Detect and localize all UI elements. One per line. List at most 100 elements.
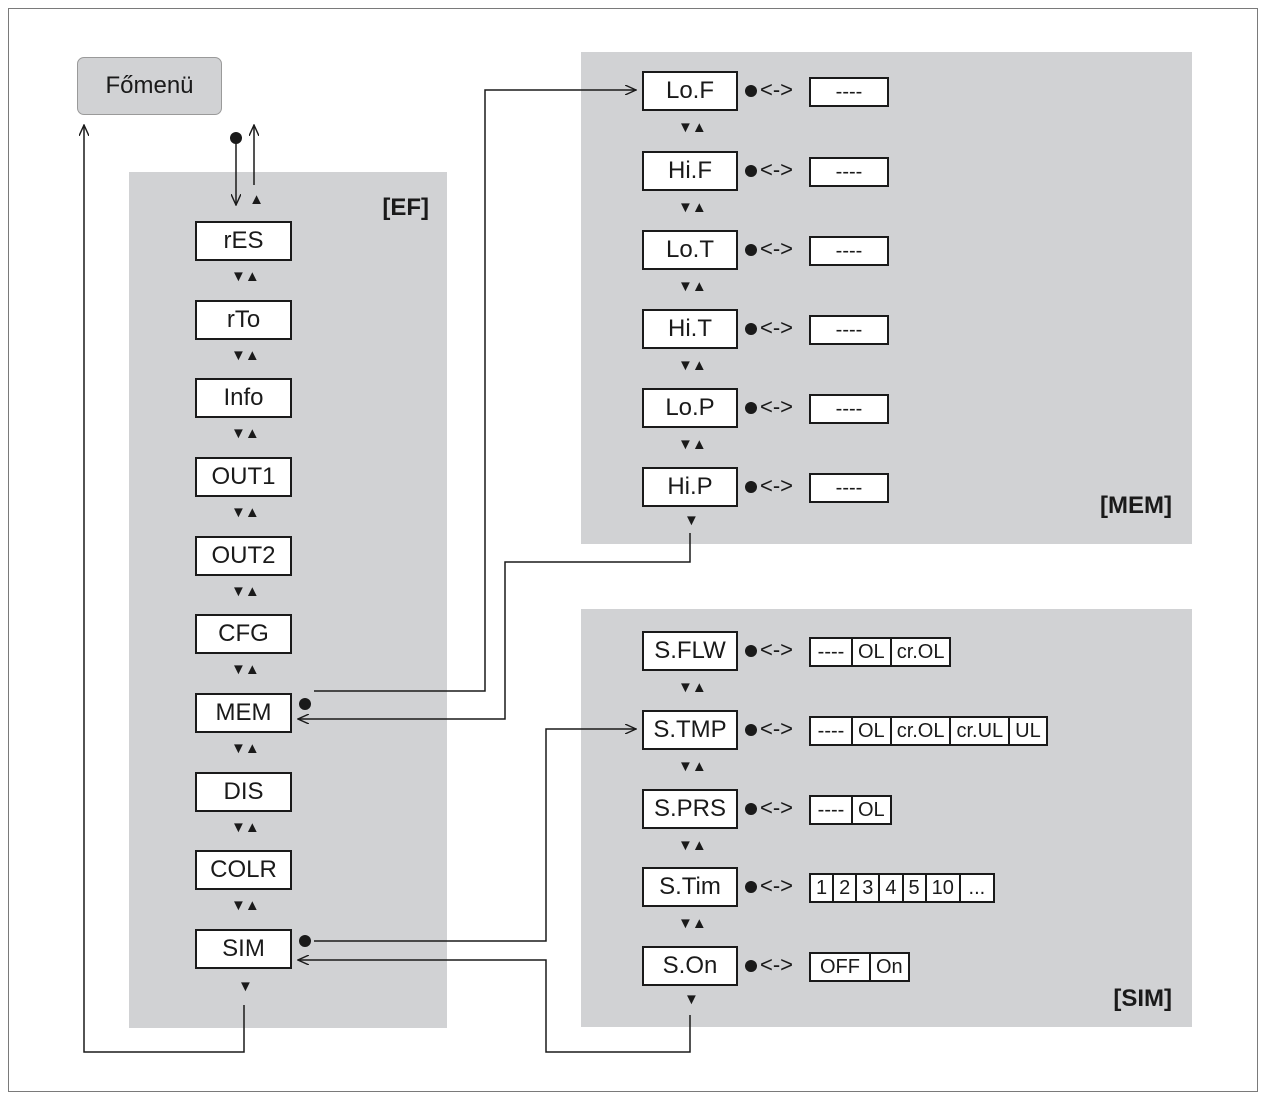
ef-item-res[interactable]: rES [195,221,292,261]
value-option[interactable]: 3 [855,875,878,901]
sim-to-stmp-line [314,729,636,942]
value-option[interactable]: OFF [820,955,860,978]
mem-values: ---- [809,77,889,107]
sim-item-s-on[interactable]: S.On [642,946,738,986]
select-dot-icon [745,323,757,335]
value-option[interactable]: 2 [832,875,855,901]
mem-item-lo-t[interactable]: Lo.T [642,230,738,270]
value-option[interactable]: 5 [901,875,925,901]
entry-dot [230,132,242,144]
value-option[interactable]: ---- [835,80,863,103]
sim-dot-icon [299,935,311,947]
double-arrow-icon: <-> [760,952,794,977]
mem-panel-label: [MEM] [1100,492,1172,519]
value-option[interactable]: ---- [835,239,863,262]
sim-item-s-flw[interactable]: S.FLW [642,631,738,671]
nav-arrows-icon: ▼▲ [231,661,260,678]
value-option[interactable]: cr.OL [889,718,950,744]
nav-arrows-icon: ▼▲ [231,897,260,914]
mem-values: ---- [809,236,889,266]
value-option[interactable]: OL [851,639,890,665]
nav-arrows-icon: ▼▲ [231,425,260,442]
value-option[interactable]: 10 [924,875,959,901]
nav-arrows-icon: ▼▲ [678,679,707,696]
sim-panel-label: [SIM] [1113,985,1172,1012]
double-arrow-icon: <-> [760,637,794,662]
double-arrow-icon: <-> [760,236,794,261]
mem-to-lof-line [314,90,636,692]
diagram-frame [8,8,1258,1092]
nav-arrows-icon: ▼▲ [231,347,260,364]
mem-values: ---- [809,315,889,345]
ef-item-colr[interactable]: COLR [195,850,292,890]
ef-item-info[interactable]: Info [195,378,292,418]
main-menu-button[interactable]: Főmenü [77,57,222,115]
mem-item-hi-f[interactable]: Hi.F [642,151,738,191]
mem-panel: [MEM] [581,52,1192,544]
value-option[interactable]: ---- [817,719,845,742]
value-option[interactable]: ---- [835,397,863,420]
value-option[interactable]: 1 [816,876,828,899]
double-arrow-icon: <-> [760,394,794,419]
value-option[interactable]: cr.UL [949,718,1008,744]
ef-item-out2[interactable]: OUT2 [195,536,292,576]
value-option[interactable]: On [869,954,908,980]
double-arrow-icon: <-> [760,873,794,898]
double-arrow-icon: <-> [760,716,794,741]
value-option[interactable]: ---- [835,318,863,341]
select-dot-icon [745,881,757,893]
ef-item-out1[interactable]: OUT1 [195,457,292,497]
value-option[interactable]: UL [1008,718,1046,744]
mem-values: ---- [809,473,889,503]
value-option[interactable]: ---- [835,476,863,499]
value-option[interactable]: cr.OL [889,639,950,665]
value-option[interactable]: 4 [878,875,901,901]
select-dot-icon [745,960,757,972]
ef-item-cfg[interactable]: CFG [195,614,292,654]
select-dot-icon [745,481,757,493]
mem-item-hi-t[interactable]: Hi.T [642,309,738,349]
nav-arrows-icon: ▼▲ [678,837,707,854]
double-arrow-icon: <-> [760,157,794,182]
nav-arrows-icon: ▼▲ [231,740,260,757]
nav-arrows-icon: ▼▲ [678,278,707,295]
nav-arrows-icon: ▼▲ [231,504,260,521]
mem-item-lo-f[interactable]: Lo.F [642,71,738,111]
mem-item-hi-p[interactable]: Hi.P [642,467,738,507]
sim-item-s-prs[interactable]: S.PRS [642,789,738,829]
value-option[interactable]: OL [851,797,890,823]
nav-arrows-icon: ▼▲ [231,583,260,600]
value-option[interactable]: ---- [817,640,845,663]
nav-arrows-icon: ▼▲ [678,436,707,453]
double-arrow-icon: <-> [760,77,794,102]
value-option[interactable]: OL [851,718,890,744]
mem-dot-icon [299,698,311,710]
nav-arrows-icon: ▼▲ [231,819,260,836]
mem-return-line [298,533,691,719]
ef-item-sim[interactable]: SIM [195,929,292,969]
value-option[interactable]: ---- [817,798,845,821]
ef-item-dis[interactable]: DIS [195,772,292,812]
nav-arrows-icon: ▼▲ [678,758,707,775]
value-option[interactable]: ---- [835,160,863,183]
ef-item-rto[interactable]: rTo [195,300,292,340]
mem-item-lo-p[interactable]: Lo.P [642,388,738,428]
double-arrow-icon: <-> [760,795,794,820]
select-dot-icon [745,402,757,414]
sim-item-s-tmp[interactable]: S.TMP [642,710,738,750]
sim-item-s-tim[interactable]: S.Tim [642,867,738,907]
select-dot-icon [745,645,757,657]
nav-arrows-icon: ▼▲ [231,268,260,285]
sim-values: ---- OL [809,795,892,825]
nav-arrows-icon: ▼▲ [678,915,707,932]
ef-item-mem[interactable]: MEM [195,693,292,733]
select-dot-icon [745,85,757,97]
sim-return-line [298,960,691,1053]
select-dot-icon [745,165,757,177]
down-triangle-icon: ▼ [684,512,699,529]
value-option[interactable]: ... [958,875,993,901]
